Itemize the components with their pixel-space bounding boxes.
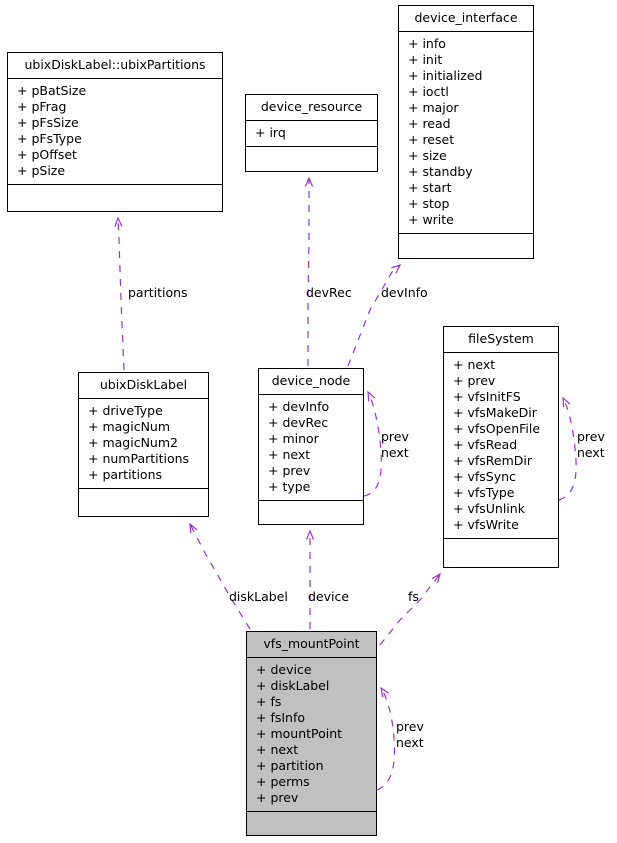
- attribute-row: + size: [408, 147, 447, 163]
- class-title: fileSystem: [444, 327, 558, 353]
- edge-label-disklabel: diskLabel: [229, 589, 288, 604]
- attribute-row: + perms: [256, 773, 310, 789]
- edge-partitions: [118, 218, 125, 371]
- class-title: vfs_mountPoint: [247, 632, 376, 658]
- class-operations: [399, 234, 533, 259]
- class-attributes: + driveType + magicNum + magicNum2 + num…: [79, 399, 208, 489]
- attribute-row: + driveType: [88, 402, 163, 418]
- attribute-row: + devRec: [268, 414, 329, 430]
- attribute-row: + device: [256, 661, 312, 677]
- class-attributes: + pBatSize + pFrag + pFsSize + pFsType +…: [8, 79, 222, 185]
- attribute-row: + irq: [255, 124, 286, 140]
- attribute-row: + partitions: [88, 466, 163, 482]
- attribute-row: + pSize: [17, 162, 66, 178]
- attribute-row: + prev: [256, 789, 299, 805]
- class-attributes: + next + prev + vfsInitFS + vfsMakeDir +…: [444, 353, 558, 539]
- attribute-row: + magicNum2: [88, 434, 178, 450]
- attribute-row: + vfsType: [453, 484, 515, 500]
- edge-diskLabel: [190, 524, 251, 630]
- attribute-row: + prev: [268, 462, 311, 478]
- class-box-device-interface[interactable]: device_interface + info + init + initial…: [398, 5, 534, 259]
- edge-device-node-self: [363, 392, 382, 497]
- class-box-vfs-mountpoint[interactable]: vfs_mountPoint + device + diskLabel + fs…: [246, 631, 377, 836]
- attribute-row: + next: [268, 446, 311, 462]
- class-operations: [246, 147, 377, 172]
- class-title: device_interface: [399, 6, 533, 32]
- attribute-row: + vfsMakeDir: [453, 404, 537, 420]
- attribute-row: + init: [408, 51, 443, 67]
- class-attributes: + device + diskLabel + fs + fsInfo + mou…: [247, 658, 376, 812]
- attribute-row: + next: [256, 741, 299, 757]
- attribute-row: + vfsRead: [453, 436, 518, 452]
- attribute-row: + vfsOpenFile: [453, 420, 541, 436]
- class-attributes: + irq: [246, 121, 377, 147]
- class-title: device_resource: [246, 95, 377, 121]
- edge-fs: [379, 574, 440, 646]
- class-title: device_node: [259, 369, 363, 395]
- class-operations: [444, 539, 558, 568]
- attribute-row: + next: [453, 356, 496, 372]
- edge-label-mountpoint-prev-next: prev next: [396, 719, 424, 750]
- attribute-row: + vfsUnlink: [453, 500, 525, 516]
- attribute-row: + magicNum: [88, 418, 171, 434]
- class-box-ubix-partitions[interactable]: ubixDiskLabel::ubixPartitions + pBatSize…: [7, 52, 223, 212]
- attribute-row: + devInfo: [268, 398, 330, 414]
- edge-label-partitions: partitions: [128, 285, 188, 300]
- edge-label-device: device: [308, 589, 350, 604]
- class-title: ubixDiskLabel::ubixPartitions: [8, 53, 222, 79]
- class-box-device-node[interactable]: device_node + devInfo + devRec + minor +…: [258, 368, 364, 525]
- class-box-device-resource[interactable]: device_resource + irq: [245, 94, 378, 172]
- attribute-row: + diskLabel: [256, 677, 330, 693]
- attribute-row: + initialized: [408, 67, 483, 83]
- attribute-row: + pOffset: [17, 146, 77, 162]
- attribute-row: + standby: [408, 163, 473, 179]
- class-operations: [259, 501, 363, 525]
- class-operations: [8, 185, 222, 212]
- attribute-row: + pFsSize: [17, 114, 79, 130]
- edge-label-devinfo: devInfo: [381, 285, 428, 300]
- attribute-row: + vfsRemDir: [453, 452, 532, 468]
- edge-devRec: [308, 178, 309, 366]
- class-operations: [79, 489, 208, 517]
- edge-devInfo: [347, 265, 400, 367]
- attribute-row: + vfsWrite: [453, 516, 519, 532]
- attribute-row: + pBatSize: [17, 82, 87, 98]
- attribute-row: + vfsInitFS: [453, 388, 521, 404]
- attribute-row: + pFrag: [17, 98, 67, 114]
- class-attributes: + devInfo + devRec + minor + next + prev…: [259, 395, 363, 501]
- attribute-row: + fsInfo: [256, 709, 306, 725]
- attribute-row: + read: [408, 115, 451, 131]
- attribute-row: + vfsSync: [453, 468, 516, 484]
- edge-label-filesystem-prev-next: prev next: [577, 429, 605, 460]
- class-title: ubixDiskLabel: [79, 373, 208, 399]
- attribute-row: + minor: [268, 430, 319, 446]
- edge-label-device-node-prev-next: prev next: [381, 429, 409, 460]
- attribute-row: + type: [268, 478, 311, 494]
- attribute-row: + partition: [256, 757, 324, 773]
- edge-filesystem-self: [558, 398, 577, 501]
- attribute-row: + write: [408, 211, 454, 227]
- class-attributes: + info + init + initialized + ioctl + ma…: [399, 32, 533, 234]
- edge-label-devrec: devRec: [306, 285, 352, 300]
- class-box-file-system[interactable]: fileSystem + next + prev + vfsInitFS + v…: [443, 326, 559, 568]
- attribute-row: + start: [408, 179, 452, 195]
- edge-label-fs: fs: [408, 589, 419, 604]
- attribute-row: + numPartitions: [88, 450, 190, 466]
- attribute-row: + fs: [256, 693, 282, 709]
- attribute-row: + ioctl: [408, 83, 449, 99]
- attribute-row: + info: [408, 35, 446, 51]
- class-operations: [247, 812, 376, 836]
- attribute-row: + mountPoint: [256, 725, 343, 741]
- attribute-row: + reset: [408, 131, 455, 147]
- attribute-row: + major: [408, 99, 459, 115]
- attribute-row: + prev: [453, 372, 496, 388]
- attribute-row: + stop: [408, 195, 450, 211]
- edge-mountpoint-self: [376, 688, 396, 791]
- class-box-ubix-disk-label[interactable]: ubixDiskLabel + driveType + magicNum + m…: [78, 372, 209, 517]
- attribute-row: + pFsType: [17, 130, 82, 146]
